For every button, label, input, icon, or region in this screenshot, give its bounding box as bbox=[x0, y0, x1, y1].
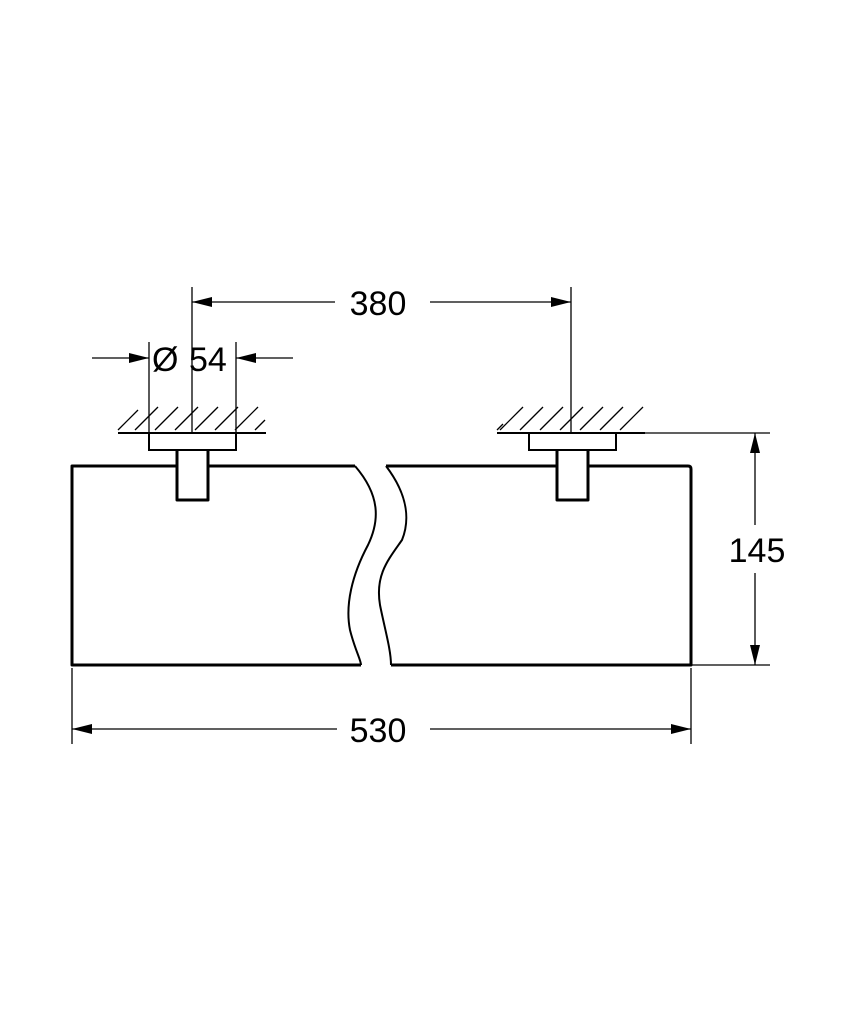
dim-diameter-symbol: Ø bbox=[152, 341, 178, 379]
dim-145-label: 145 bbox=[729, 532, 786, 570]
dim-54-label: 54 bbox=[189, 341, 227, 379]
right-bracket bbox=[528, 432, 617, 502]
dim-380-label: 380 bbox=[350, 285, 407, 323]
dim-530-label: 530 bbox=[350, 712, 407, 750]
dimension-bracket-diameter: Ø 54 bbox=[92, 341, 293, 433]
dimension-overall-depth: 145 bbox=[645, 432, 786, 666]
shelf-left-half bbox=[70, 464, 377, 667]
shelf-right-half bbox=[377, 464, 693, 667]
dimension-overall-width: 530 bbox=[71, 668, 692, 750]
dimension-bracket-spacing: 380 bbox=[191, 285, 572, 433]
right-wall-hatch bbox=[496, 406, 645, 434]
